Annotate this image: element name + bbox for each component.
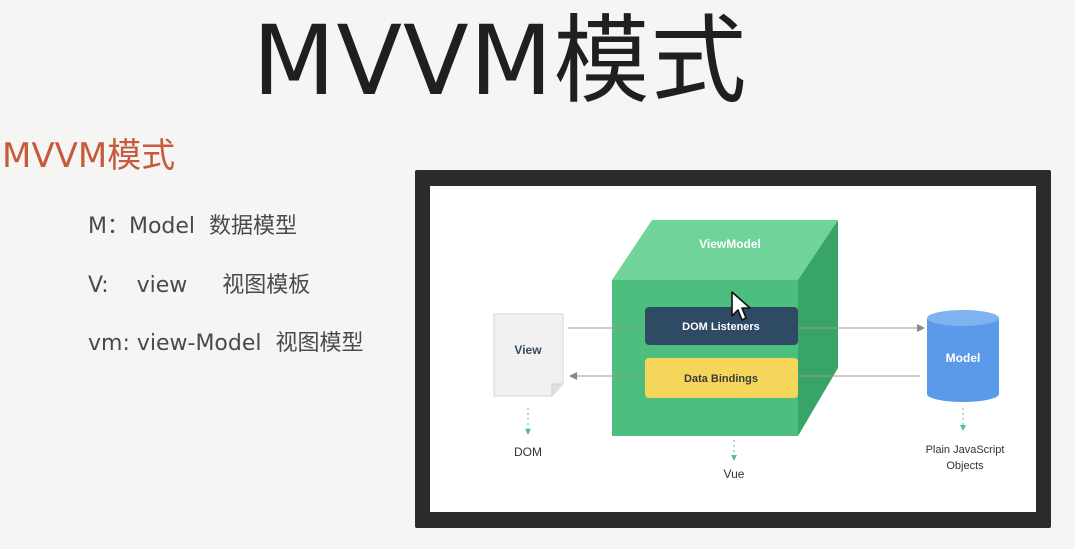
connector-view-dom-head [525,429,531,435]
bullet-model: M：Model 数据模型 [88,214,298,239]
mvvm-diagram-frame: ViewModel View DOM Listeners Data Bindin… [415,170,1051,528]
dom-listeners-label: DOM Listeners [682,321,760,333]
connector-model-objects-head [960,425,966,431]
view-label: View [514,343,542,357]
mouse-pointer-icon [731,291,751,321]
model-cylinder-bottom [927,386,999,402]
data-bindings-label: Data Bindings [684,373,758,385]
bullet-viewmodel: vm: view-Model 视图模型 [88,331,364,356]
model-cylinder-body [927,318,999,394]
model-label: Model [946,351,981,365]
dom-listeners-box [645,307,798,345]
arrow-head-to-view [569,372,577,380]
plain-objects-label-line2: Objects [946,460,984,472]
section-title: MVVM模式 [2,136,176,176]
connector-vue-head [731,455,737,461]
viewmodel-cube-top [612,220,838,280]
bullet-view: V: view 视图模板 [88,273,311,298]
mvvm-diagram: ViewModel View DOM Listeners Data Bindin… [430,186,1036,512]
slide-title: MVVM模式 [252,5,748,117]
mvvm-diagram-svg: ViewModel View DOM Listeners Data Bindin… [493,220,1005,481]
view-document-fold [551,383,563,396]
arrow-head-to-model [917,324,925,332]
viewmodel-label: ViewModel [699,237,761,251]
model-cylinder-top [927,310,999,326]
data-bindings-box [645,358,798,398]
dom-label: DOM [514,445,542,459]
vue-label: Vue [724,467,745,481]
plain-objects-label-line1: Plain JavaScript [926,444,1005,456]
